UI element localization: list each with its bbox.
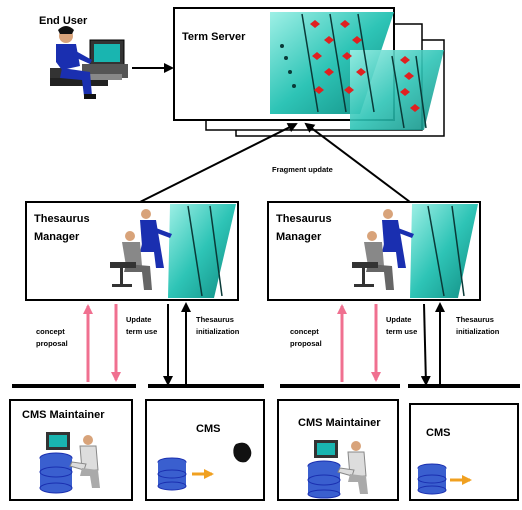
thesaurus-manager-right-label-1: Thesaurus	[276, 213, 332, 225]
thesaurus-init-right-line1: Thesaurus	[456, 315, 494, 324]
cms-maintainer-right-label: CMS Maintainer	[298, 417, 381, 429]
cms-left: CMS	[145, 399, 265, 501]
fragment-update-label: Fragment update	[272, 165, 333, 174]
thesaurus-init-left-line2: initialization	[196, 327, 240, 336]
bus-lines	[12, 384, 520, 388]
update-term-use-left-line2: term use	[126, 327, 157, 336]
end-user-icon	[50, 26, 128, 99]
cms-left-blob-icon	[233, 442, 252, 463]
concept-proposal-right-line2: proposal	[290, 339, 322, 348]
update-term-use-left-line1: Update	[126, 315, 151, 324]
concept-proposal-right-line1: concept	[290, 327, 319, 336]
concept-proposal-left-line2: proposal	[36, 339, 68, 348]
cms-maintainer-right-icon	[307, 440, 368, 499]
cms-right-database-icon	[417, 463, 447, 495]
thesaurus-manager-left-label-2: Manager	[34, 231, 80, 243]
cms-right: CMS	[409, 403, 519, 501]
arrow-fragment-update-right	[304, 122, 411, 203]
term-server-node: Term Server	[173, 7, 445, 137]
cms-left-database-icon	[157, 457, 187, 491]
thesaurus-init-left-line1: Thesaurus	[196, 315, 234, 324]
thesaurus-manager-right: Thesaurus Manager	[267, 201, 481, 301]
concept-proposal-left-line1: concept	[36, 327, 65, 336]
cms-maintainer-left: CMS Maintainer	[9, 399, 133, 501]
thesaurus-left-operators-icon	[110, 209, 172, 290]
arrow-fragment-update-left	[139, 123, 298, 203]
cms-left-label: CMS	[196, 423, 220, 435]
end-user-label: End User	[39, 15, 88, 27]
update-term-use-right-line1: Update	[386, 315, 411, 324]
links-left: concept proposal Update term use Thesaur…	[36, 302, 240, 386]
thesaurus-manager-left-label-1: Thesaurus	[34, 213, 90, 225]
cms-maintainer-left-icon	[39, 432, 100, 494]
term-server-panels	[270, 12, 444, 130]
thesaurus-manager-right-label-2: Manager	[276, 231, 322, 243]
update-term-use-right-line2: term use	[386, 327, 417, 336]
thesaurus-right-operators-icon	[352, 209, 414, 290]
links-right: concept proposal Update term use Thesaur…	[290, 302, 500, 386]
thesaurus-init-right-line2: initialization	[456, 327, 500, 336]
cms-maintainer-left-label: CMS Maintainer	[22, 409, 105, 421]
term-server-red-markers	[310, 20, 420, 112]
end-user-node: End User	[39, 15, 128, 99]
thesaurus-manager-left: Thesaurus Manager	[25, 201, 239, 301]
cms-maintainer-right: CMS Maintainer	[277, 399, 399, 501]
arrow-thesaurus-init-right	[420, 303, 431, 386]
term-server-label: Term Server	[182, 31, 246, 43]
cms-right-label: CMS	[426, 427, 450, 439]
